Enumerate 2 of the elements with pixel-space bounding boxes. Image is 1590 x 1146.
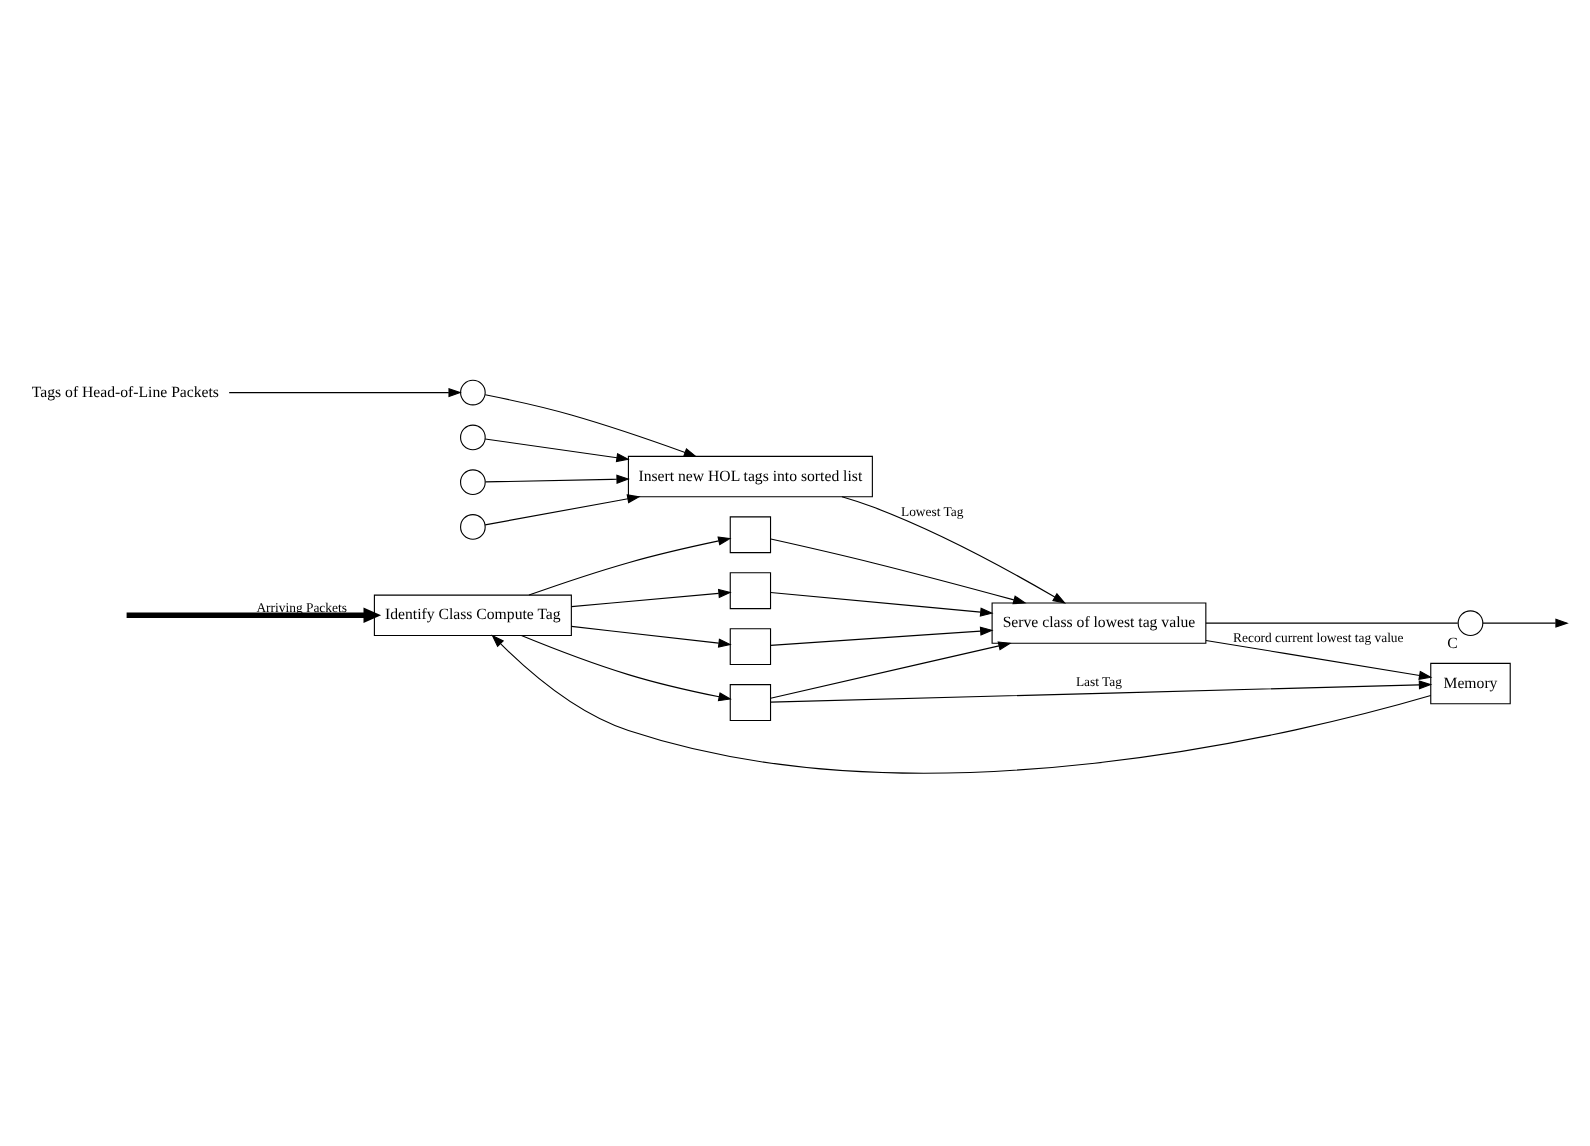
node-text: Tags of Head-of-Line Packets xyxy=(31,382,219,401)
node-label: C xyxy=(1447,633,1458,652)
